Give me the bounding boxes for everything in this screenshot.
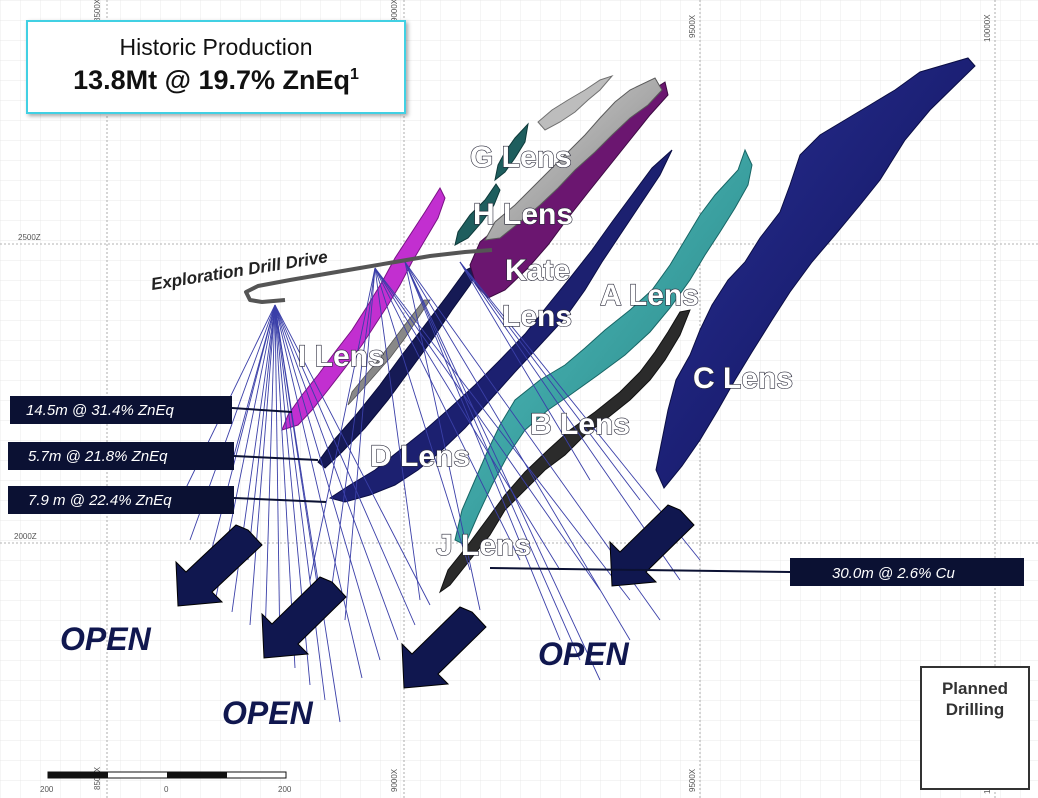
- open-label-1: OPEN: [60, 621, 152, 657]
- title-line-2: 13.8Mt @ 19.7% ZnEq1: [28, 65, 404, 96]
- kate-lens-label-line2: Lens: [502, 300, 572, 333]
- intercept-leader-2: [233, 455, 319, 461]
- open-label-3: OPEN: [538, 636, 630, 672]
- intercept-box-4: [790, 558, 1024, 586]
- i-lens-label: I Lens: [298, 340, 385, 373]
- b-lens-label: B Lens: [530, 408, 630, 441]
- ore-lenses: [281, 57, 976, 594]
- a-lens-body: [454, 148, 753, 546]
- open-arrow-2: [261, 576, 347, 659]
- open-arrow-4: [609, 504, 695, 587]
- legend-text: Planned Drilling: [922, 678, 1028, 720]
- grid-label-bottom-2: 9000X: [390, 768, 399, 792]
- scale-label-right: 200: [278, 785, 292, 794]
- exploration-drill-drive: [244, 248, 493, 304]
- intercept-leader-1: [231, 407, 293, 413]
- open-arrow-1: [175, 524, 263, 607]
- c-lens-body: [655, 57, 976, 489]
- scale-label-left: 200: [40, 785, 54, 794]
- d-lens-body: [328, 149, 673, 503]
- j-lens-label: J Lens: [436, 529, 531, 562]
- grid-label-bottom-3: 9500X: [688, 768, 697, 792]
- intercept-leader-4: [489, 567, 791, 573]
- a-lens-label: A Lens: [600, 279, 699, 312]
- intercept-text-4: 30.0m @ 2.6% Cu: [832, 565, 955, 582]
- open-arrows: [175, 504, 695, 689]
- grid-label-top-3: 9500X: [688, 14, 697, 38]
- g-lens-body: [484, 77, 663, 241]
- b-lens-body: [438, 309, 691, 594]
- intercept-box-2: [8, 442, 234, 470]
- g-lens-upper-body: [537, 74, 614, 131]
- legend-line-1: Planned: [941, 679, 1009, 698]
- planned-drilling-legend: Planned Drilling: [920, 666, 1030, 790]
- intercept-leader-3: [233, 497, 327, 503]
- intercept-text-2: 5.7m @ 21.8% ZnEq: [28, 448, 168, 465]
- teal-pod-2: [494, 122, 529, 182]
- grid-label-left-2: 2000Z: [14, 532, 37, 541]
- scale-label-zero: 0: [164, 785, 169, 794]
- title-line-2-text: 13.8Mt @ 19.7% ZnEq: [73, 65, 350, 95]
- legend-line-2: Drilling: [945, 700, 1005, 719]
- d-lens-label: D Lens: [370, 440, 470, 473]
- intercept-text-3: 7.9 m @ 22.4% ZnEq: [28, 492, 172, 509]
- kate-lens-label-line1: Kate: [505, 254, 570, 287]
- g-lens-label: G Lens: [470, 141, 572, 174]
- title-footnote: 1: [350, 66, 359, 83]
- c-lens-label: C Lens: [693, 362, 793, 395]
- historic-production-box: Historic Production 13.8Mt @ 19.7% ZnEq1: [26, 20, 406, 114]
- teal-pod-1: [454, 183, 501, 246]
- intercept-text-1: 14.5m @ 31.4% ZnEq: [26, 402, 174, 419]
- open-arrow-3: [401, 606, 487, 689]
- intercept-callouts: 14.5m @ 31.4% ZnEq 5.7m @ 21.8% ZnEq 7.9…: [8, 396, 1024, 586]
- intercept-box-3: [8, 486, 234, 514]
- h-lens-label: H Lens: [473, 198, 573, 231]
- scale-bar: 200 0 200: [40, 771, 292, 794]
- grid-label-top-2: 9000X: [390, 0, 399, 22]
- intercept-box-1: [10, 396, 232, 424]
- grid-label-left-1: 2500Z: [18, 233, 41, 242]
- title-line-1: Historic Production: [119, 34, 313, 60]
- grid-label-top-1: 8500X: [93, 0, 102, 22]
- lens-labels: G Lens H Lens Kate Lens A Lens I Lens C …: [297, 140, 793, 562]
- grid-label-top-4: 10000X: [983, 14, 992, 42]
- open-label-2: OPEN: [222, 695, 314, 731]
